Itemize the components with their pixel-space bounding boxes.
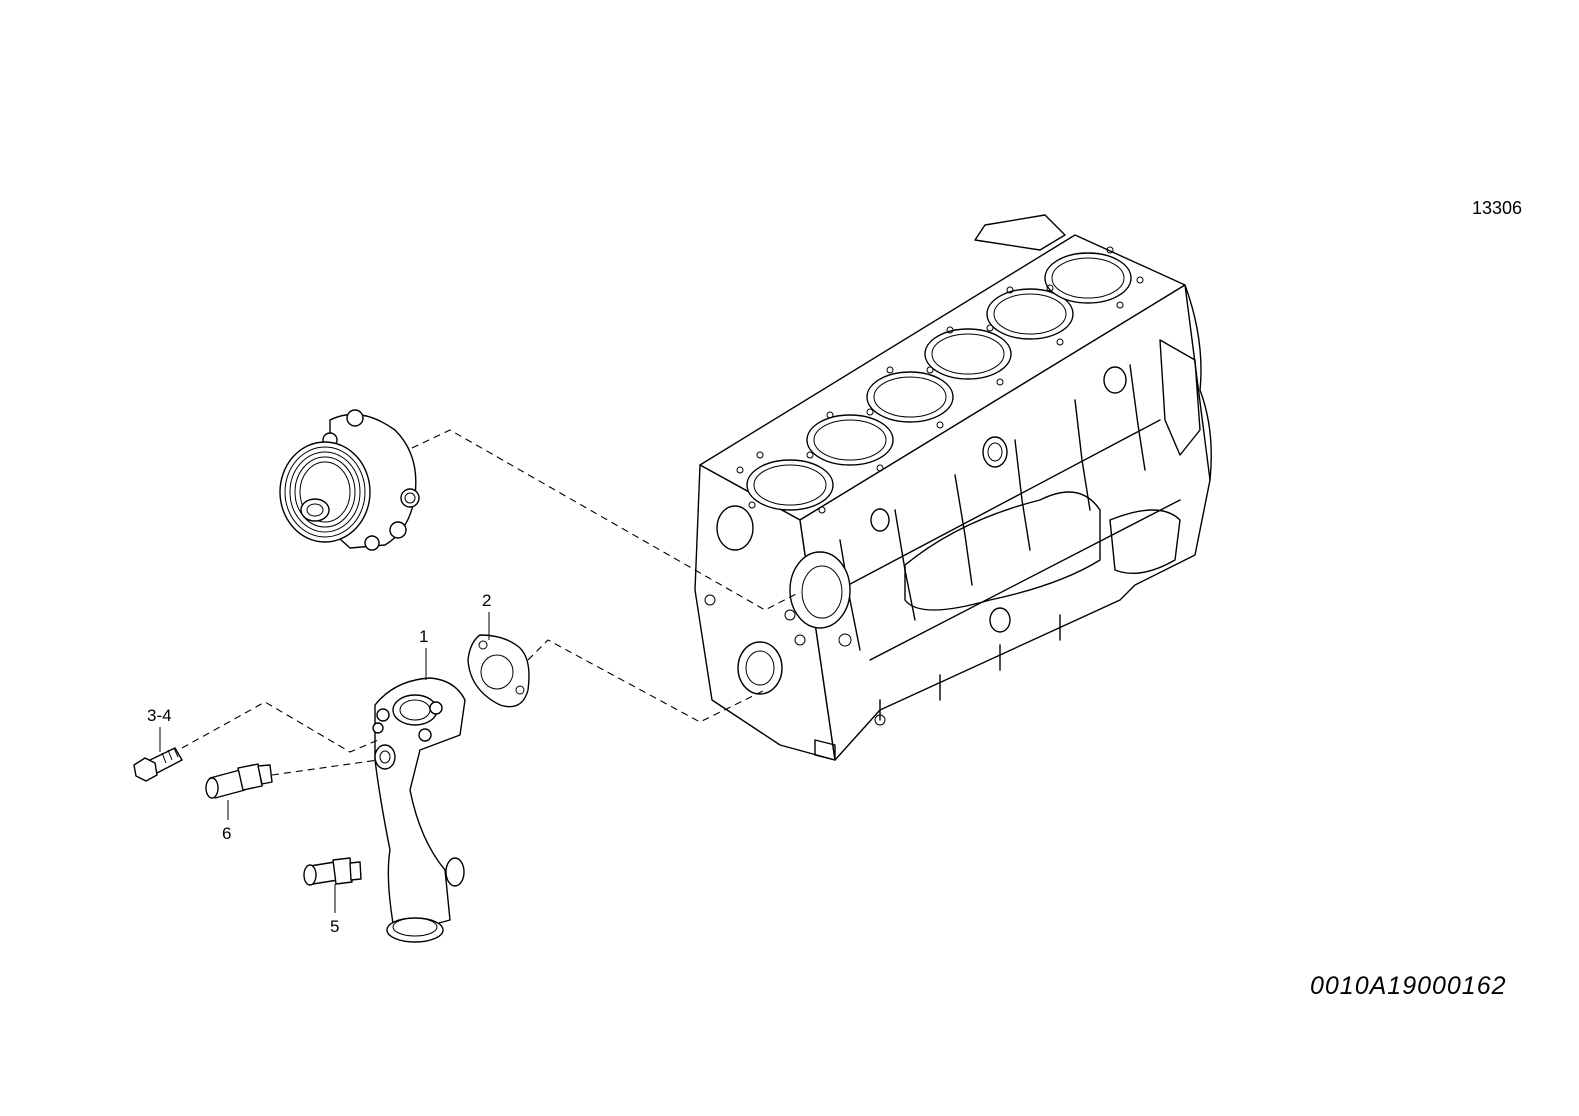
bolt-icon xyxy=(133,747,183,782)
engine-block-icon xyxy=(694,214,1212,761)
callout-3-4: 3-4 xyxy=(147,706,172,725)
callout-6: 6 xyxy=(222,824,232,843)
plug-icon xyxy=(205,763,273,799)
cylinder-bores xyxy=(746,252,1132,511)
plug-5-icon xyxy=(303,857,362,886)
leader-lines xyxy=(159,612,490,913)
drawing-code: 0010A19000162 xyxy=(1310,972,1507,1000)
pipe-icon xyxy=(372,677,466,943)
callout-5: 5 xyxy=(330,917,340,936)
gasket-icon xyxy=(467,634,530,708)
callout-2: 2 xyxy=(482,591,492,610)
reference-number: 13306 xyxy=(1472,198,1523,218)
block-ribs xyxy=(819,364,1181,721)
bolt-holes xyxy=(736,246,1144,514)
callout-1: 1 xyxy=(419,627,429,646)
assembly-lines xyxy=(181,429,801,776)
water-pump-icon xyxy=(279,409,420,551)
